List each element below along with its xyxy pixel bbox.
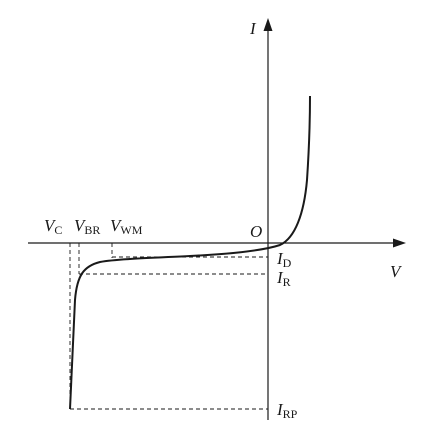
- y-axis-label: I: [249, 19, 257, 38]
- origin-label: O: [250, 222, 262, 241]
- label-irp: IRP: [276, 400, 298, 421]
- label-vwm: VWM: [110, 216, 143, 237]
- y-axis-arrow: [263, 18, 273, 31]
- label-ir: IR: [276, 268, 291, 289]
- iv-curve: [69, 95, 311, 410]
- label-vbr: VBR: [74, 216, 100, 237]
- x-axis-arrow: [393, 238, 406, 248]
- x-axis-label: V: [390, 262, 403, 281]
- label-vc: VC: [44, 216, 62, 237]
- label-id: ID: [276, 249, 292, 270]
